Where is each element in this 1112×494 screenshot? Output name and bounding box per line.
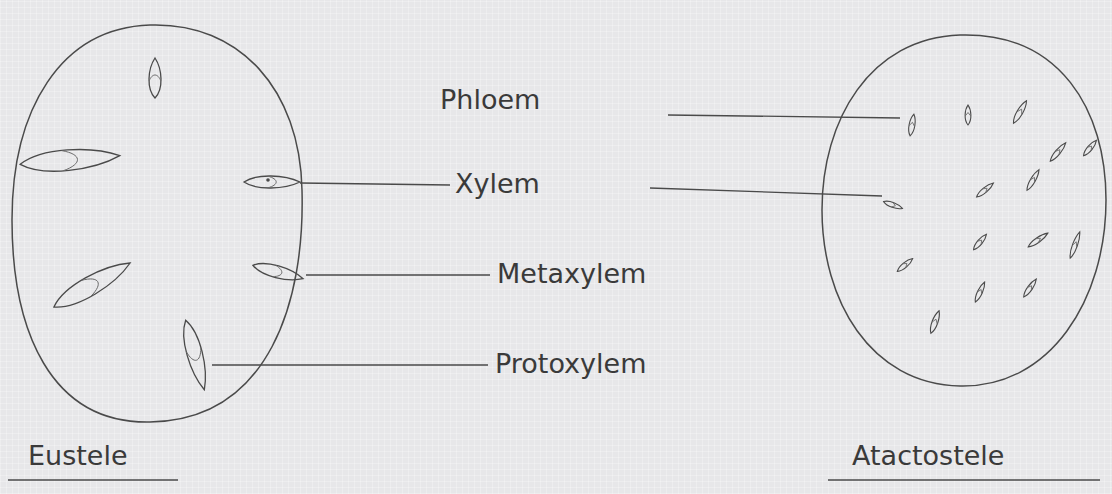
figure-title: Eustele [28, 440, 128, 472]
part-label: Phloem [440, 84, 540, 116]
part-label: Metaxylem [497, 258, 646, 290]
eustele-outline [12, 25, 302, 422]
scattered-bundles [883, 99, 1099, 334]
vascular-bundles [19, 58, 304, 392]
part-label: Xylem [455, 168, 540, 200]
title-underlines [8, 479, 1100, 480]
figure-title: Atactostele [852, 440, 1004, 472]
leader-lines [212, 115, 900, 365]
atactostele-outline [822, 35, 1106, 386]
part-label: Protoxylem [495, 348, 646, 380]
